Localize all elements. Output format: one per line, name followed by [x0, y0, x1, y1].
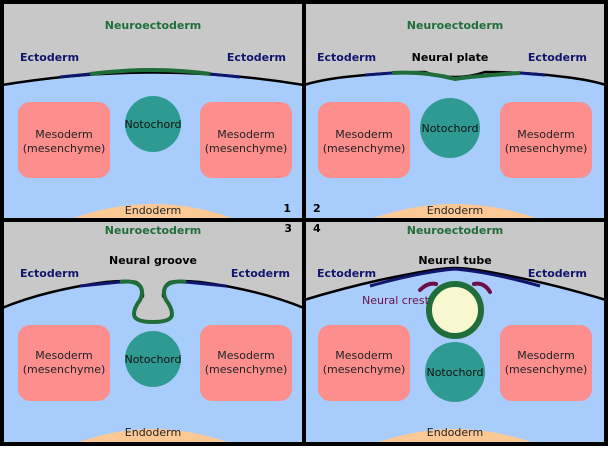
- mesoderm-label-right-1: Mesoderm: [517, 349, 575, 362]
- ectoderm-region: [304, 2, 606, 85]
- neuroectoderm-label: Neuroectoderm: [105, 19, 202, 32]
- neural-crest-label: Neural crest: [362, 294, 430, 307]
- panel-number: 2: [313, 202, 321, 215]
- mesoderm-block-left: [318, 102, 410, 178]
- endoderm-shape: [68, 429, 238, 446]
- notochord-circle: [420, 98, 480, 158]
- mesoderm-label-left-2: (mesenchyme): [23, 363, 106, 376]
- ectoderm-layer: [369, 267, 541, 288]
- ectoderm-layer: [79, 280, 227, 288]
- notochord-label: Notochord: [421, 122, 478, 135]
- mesoderm-label-right-1: Mesoderm: [517, 128, 575, 141]
- mesoderm-label-left-1: Mesoderm: [35, 349, 93, 362]
- mesoderm-label-right-1: Mesoderm: [217, 349, 275, 362]
- neural-tube: [426, 281, 484, 339]
- mesoderm-block-right: [500, 102, 592, 178]
- endoderm-shape: [68, 204, 238, 220]
- panel-4: Neuroectoderm Ectoderm Ectoderm Neural t…: [303, 220, 607, 446]
- mesoderm-block-right: [200, 102, 292, 178]
- panel-number: 3: [284, 222, 292, 235]
- mesoderm-label-left-2: (mesenchyme): [323, 363, 406, 376]
- panel-1: Neuroectoderm Ectoderm Ectoderm Mesoderm…: [1, 2, 305, 220]
- neural-crest-right: [472, 281, 492, 294]
- endoderm-label: Endoderm: [427, 204, 483, 217]
- neural-groove-layer: [119, 279, 187, 325]
- neural-tube-label: Neural tube: [418, 254, 491, 267]
- neuroectoderm-label: Neuroectoderm: [407, 224, 504, 237]
- neuroectoderm-layer: [89, 68, 211, 76]
- notochord-label: Notochord: [124, 353, 181, 366]
- notochord-circle: [425, 342, 485, 402]
- ectoderm-label-right: Ectoderm: [227, 51, 286, 64]
- ectoderm-layer: [364, 71, 546, 77]
- ectoderm-label-left: Ectoderm: [317, 267, 376, 280]
- panel-number: 4: [313, 222, 321, 235]
- endoderm-label: Endoderm: [125, 426, 181, 439]
- ectoderm-label-left: Ectoderm: [317, 51, 376, 64]
- mesoderm-label-right-1: Mesoderm: [217, 128, 275, 141]
- neuroectoderm-label: Neuroectoderm: [407, 19, 504, 32]
- mesoderm-block-left: [18, 325, 110, 401]
- endoderm-label: Endoderm: [125, 204, 181, 217]
- mesoderm-label-left-2: (mesenchyme): [323, 142, 406, 155]
- ectoderm-label-right: Ectoderm: [231, 267, 290, 280]
- ectoderm-label-left: Ectoderm: [20, 267, 79, 280]
- neural-crest-left: [418, 281, 438, 292]
- mesoderm-block-left: [318, 325, 410, 401]
- ectoderm-label-left: Ectoderm: [20, 51, 79, 64]
- notochord-circle: [125, 331, 181, 387]
- neuroectoderm-label: Neuroectoderm: [105, 224, 202, 237]
- notochord-label: Notochord: [124, 118, 181, 131]
- mesoderm-label-left-1: Mesoderm: [335, 349, 393, 362]
- mesoderm-label-right-2: (mesenchyme): [505, 363, 588, 376]
- panel-3: Neuroectoderm Ectoderm Ectoderm Neural g…: [1, 220, 305, 446]
- mesoderm-label-left-1: Mesoderm: [335, 128, 393, 141]
- ectoderm-region: [2, 2, 304, 85]
- panel-2: Neuroectoderm Ectoderm Ectoderm Neural p…: [303, 2, 607, 220]
- mesoderm-block-right: [200, 325, 292, 401]
- mesoderm-block-left: [18, 102, 110, 178]
- neural-groove-label: Neural groove: [109, 254, 197, 267]
- neural-plate-label: Neural plate: [412, 51, 489, 64]
- mesoderm-label-right-2: (mesenchyme): [205, 142, 288, 155]
- ectoderm-region: [2, 220, 304, 322]
- mesoderm-label-left-1: Mesoderm: [35, 128, 93, 141]
- mesoderm-block-right: [500, 325, 592, 401]
- ectoderm-layer: [59, 72, 241, 79]
- mesoderm-label-right-2: (mesenchyme): [205, 363, 288, 376]
- ectoderm-label-right: Ectoderm: [528, 267, 587, 280]
- ectoderm-surface-line: [1, 71, 305, 87]
- neural-plate-layer: [391, 70, 521, 82]
- endoderm-label: Endoderm: [427, 426, 483, 439]
- mesoderm-label-right-2: (mesenchyme): [505, 142, 588, 155]
- panel-number: 1: [283, 202, 291, 215]
- ectoderm-label-right: Ectoderm: [528, 51, 587, 64]
- notochord-label: Notochord: [426, 366, 483, 379]
- endoderm-shape: [368, 204, 542, 220]
- mesoderm-label-left-2: (mesenchyme): [23, 142, 106, 155]
- notochord-circle: [125, 96, 181, 152]
- endoderm-shape: [368, 429, 542, 446]
